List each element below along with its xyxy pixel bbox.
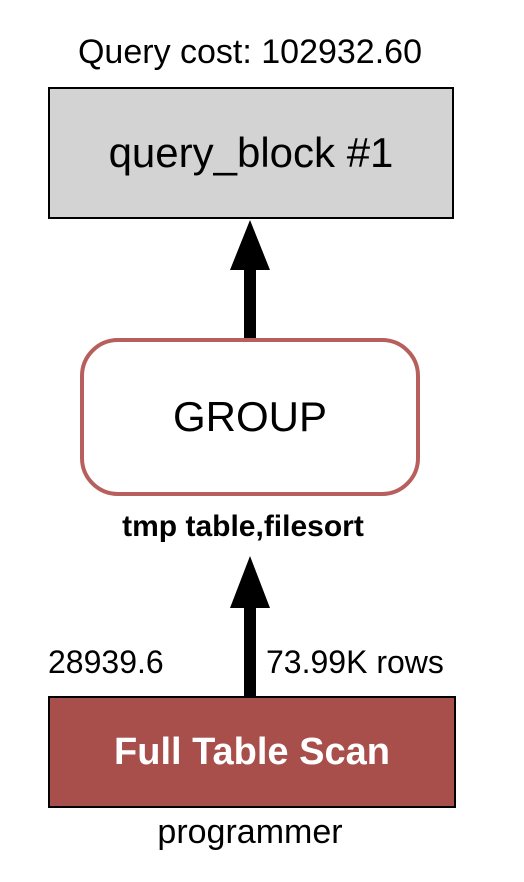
full-table-scan-label: Full Table Scan [114,730,390,773]
arrow-group-to-query-block [230,220,270,338]
group-label: GROUP [172,393,327,440]
group-extra-info: tmp table,filesort [122,510,364,543]
table-scan-cost: 28939.6 [48,644,164,680]
arrow-scan-to-group [230,556,270,696]
table-scan-rows: 73.99K rows [266,644,444,680]
query-block-label: query_block #1 [108,129,394,176]
group-node[interactable]: GROUP [80,338,420,496]
table-name-label: programmer [157,813,343,851]
query-block-node[interactable]: query_block #1 [48,87,454,219]
full-table-scan-node[interactable]: Full Table Scan [48,696,456,808]
query-cost-label: Query cost: 102932.60 [77,33,422,71]
